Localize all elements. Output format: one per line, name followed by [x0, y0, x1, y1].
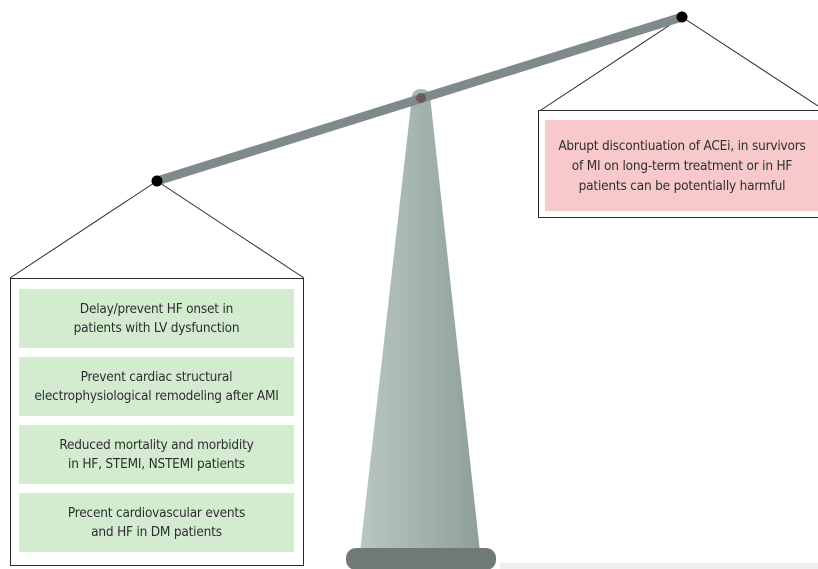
left-pan-benefits: Delay/prevent HF onset in patients with …	[10, 278, 304, 566]
benefit-card: Delay/prevent HF onset in patients with …	[19, 289, 294, 348]
benefit-card: Precent cardiovascular events and HF in …	[19, 493, 294, 552]
benefit-text: Prevent cardiac structural electrophysio…	[34, 368, 279, 404]
benefit-text: Reduced mortality and morbidity in HF, S…	[59, 436, 254, 472]
right-pan-string-left	[537, 16, 683, 113]
benefit-card: Reduced mortality and morbidity in HF, S…	[19, 425, 294, 484]
harm-text: Abrupt discontiuation of ACEi, in surviv…	[558, 137, 806, 194]
benefit-text: Precent cardiovascular events and HF in …	[67, 504, 246, 540]
left-pan-string-right	[156, 180, 305, 279]
benefit-text: Delay/prevent HF onset in patients with …	[73, 300, 240, 336]
right-pan-harms: Abrupt discontiuation of ACEi, in surviv…	[538, 110, 818, 218]
left-pan-string-left	[9, 180, 158, 279]
scale-shadow	[500, 563, 818, 569]
left-pivot-dot	[151, 175, 163, 187]
harm-card: Abrupt discontiuation of ACEi, in surviv…	[545, 120, 818, 211]
scale-base	[346, 548, 496, 569]
right-pivot-dot	[676, 11, 688, 23]
scale-pillar	[360, 96, 480, 552]
beam-center-pin	[416, 93, 426, 103]
benefit-card: Prevent cardiac structural electrophysio…	[19, 357, 294, 416]
right-pan-string-right	[681, 16, 818, 107]
